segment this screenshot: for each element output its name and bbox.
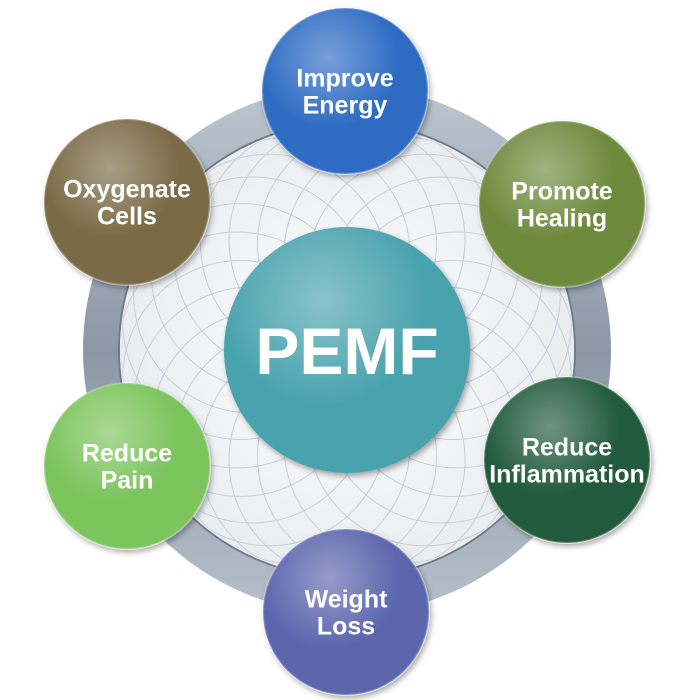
center-shine [224,227,470,473]
node-label-line: Cells [97,203,157,231]
node-label-line: Oxygenate [63,176,191,204]
node-circle-group [262,528,430,696]
node-shine [44,119,210,285]
node-circle-group [483,376,651,544]
node-shine [263,529,429,695]
node-label-line: Promote [511,178,613,206]
node-label-line: Improve [296,65,393,93]
node-label-line: Energy [303,92,388,120]
node-shine [484,377,650,543]
node-circle-group [478,120,646,288]
center-node [224,227,470,473]
node-label-line: Healing [517,205,607,233]
node-shine [262,8,428,174]
node-label-line: Weight [305,586,389,614]
node-circle-group [43,382,211,550]
node-circle-group [261,7,429,175]
node-shine [44,383,210,549]
nodes-layer: ImproveEnergyPromoteHealingReduceInflamm… [43,7,651,696]
node-circle-group [43,118,211,286]
node-label-line: Pain [101,467,154,495]
node-label-line: Reduce [522,434,612,462]
center-label: PEMF [255,314,438,388]
node-label-line: Reduce [82,440,172,468]
node-shine [479,121,645,287]
node-label-line: Loss [317,613,375,641]
node-label-line: Inflammation [489,461,645,489]
